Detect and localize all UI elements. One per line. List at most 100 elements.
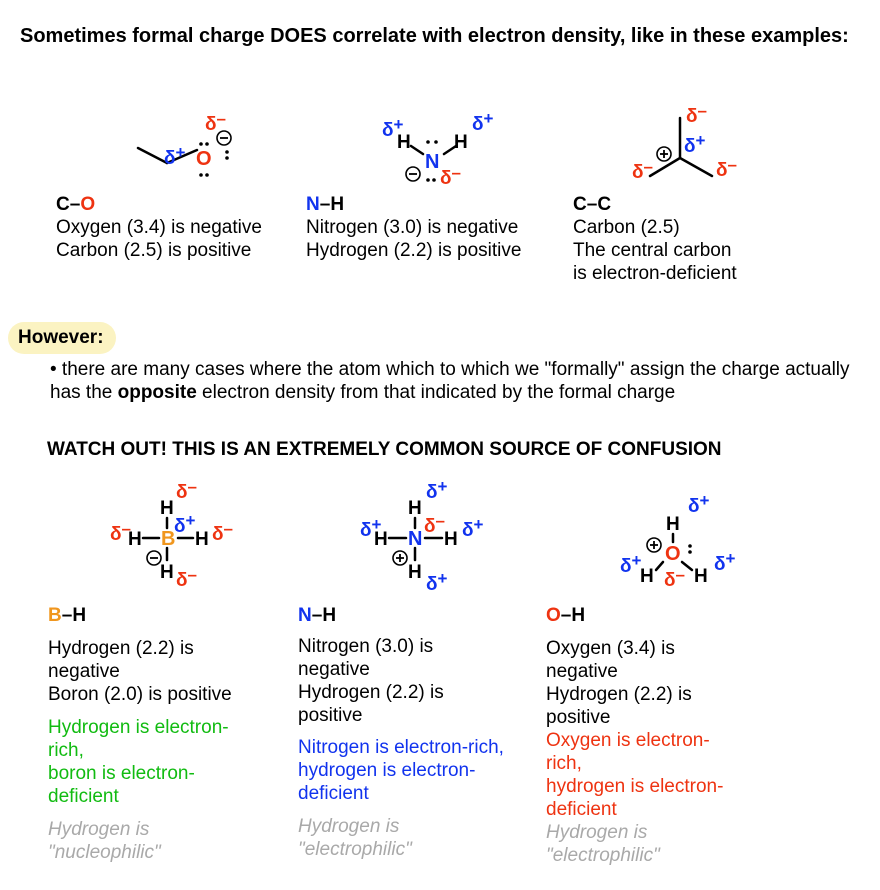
description-line: positive [546, 707, 611, 728]
example-o-h: O–H Oxygen (3.4) is negative Hydrogen (2… [546, 604, 786, 867]
atom-hydrogen: H [330, 194, 345, 215]
bullet-note: • there are many cases where the atom wh… [50, 358, 862, 404]
hydrogen-atom-right: H [444, 529, 458, 550]
atom-oxygen: O [80, 194, 96, 215]
ammonium-structure: δ+ H δ– δ+ H N H δ+ H δ+ [360, 478, 484, 593]
hydrogen-atom-top: H [408, 498, 422, 519]
delta-minus-h-right: δ– [212, 519, 233, 545]
reactivity-line: Hydrogen is [298, 816, 400, 837]
delta-minus-oxygen: δ– [664, 565, 685, 590]
delta-minus-top: δ– [686, 101, 707, 127]
atom-nitrogen: N [298, 605, 312, 626]
example-n-h-ammonium: N–H Nitrogen (3.0) is negative Hydrogen … [298, 604, 543, 861]
example-c-c: C–C Carbon (2.5) The central carbon is e… [573, 193, 737, 285]
oxygen-lone-pairs [199, 142, 229, 177]
delta-minus-h-top: δ– [176, 478, 197, 503]
hydrogen-atom-bottom: H [160, 562, 174, 583]
description-line: Nitrogen (3.0) is [298, 636, 434, 657]
positive-charge-icon [646, 537, 662, 553]
however-label: However: [8, 322, 116, 354]
delta-minus-h-left: δ– [110, 519, 131, 545]
reactivity-line: "nucleophilic" [48, 842, 161, 863]
hydronium-structure: δ+ H O δ+ H δ– H δ+ [620, 491, 736, 590]
reactivity-line: Hydrogen is [546, 822, 648, 843]
bond-label: B–H [48, 604, 288, 627]
description-line: negative [48, 661, 120, 682]
hydrogen-atom-left: H [397, 132, 411, 153]
example-n-h: N–H Nitrogen (3.0) is negative Hydrogen … [306, 193, 521, 262]
description-line: negative [546, 661, 618, 682]
bullet-emphasis: opposite [117, 382, 197, 403]
result-line: deficient [48, 786, 119, 807]
result-line: Oxygen is electron- [546, 730, 710, 751]
oxygen-lone-pair [688, 544, 692, 554]
delta-plus-center: δ+ [684, 131, 706, 157]
description-line: Oxygen (3.4) is [546, 638, 675, 659]
result-line: Nitrogen is electron-rich, [298, 737, 504, 758]
delta-plus-h-right: δ+ [472, 109, 494, 135]
amide-anion-structure: δ+ H H δ+ N δ– [382, 109, 494, 188]
positive-charge-icon [392, 550, 408, 566]
result-line: deficient [298, 783, 369, 804]
delta-minus-left: δ– [632, 157, 653, 183]
description-line: Oxygen (3.4) is negative [56, 217, 262, 238]
bond-label: N–H [306, 193, 521, 216]
delta-plus-h-left: δ+ [620, 551, 642, 577]
example-b-h: B–H Hydrogen (2.2) is negative Boron (2.… [48, 604, 288, 864]
atom-hydrogen: H [322, 605, 337, 626]
delta-plus-h-right: δ+ [462, 515, 484, 541]
nitrogen-atom: N [425, 151, 439, 173]
delta-plus-h-top: δ+ [688, 491, 710, 517]
atom-carbon: C [56, 194, 70, 215]
negative-charge-icon [405, 166, 421, 182]
atom-hydrogen: H [72, 605, 87, 626]
reactivity-line: Hydrogen is [48, 819, 150, 840]
description-line: Nitrogen (3.0) is negative [306, 217, 519, 238]
bond-label: N–H [298, 604, 543, 627]
borohydride-structure: δ– H δ+ δ– H B H δ– H δ– [110, 478, 233, 591]
bond-dash: – [586, 194, 598, 215]
result-line: Hydrogen is electron- [48, 717, 229, 738]
bond-dash: – [560, 605, 572, 626]
carbon-skeleton [136, 146, 199, 165]
delta-plus-boron: δ+ [174, 511, 196, 537]
delta-plus-h-right: δ+ [714, 549, 736, 575]
carbon-skeleton [648, 116, 714, 178]
bond-label: O–H [546, 604, 786, 627]
bond-label: C–O [56, 193, 262, 216]
description-line: is electron-deficient [573, 263, 737, 284]
bh-bonds [141, 516, 195, 562]
delta-minus-nitrogen: δ– [424, 511, 445, 537]
result-line: hydrogen is electron- [298, 760, 476, 781]
atom-nitrogen: N [306, 194, 320, 215]
hydrogen-atom-bottom: H [408, 562, 422, 583]
carbocation-structure: δ– δ+ δ– δ– [632, 101, 737, 183]
description-line: Hydrogen (2.2) is [48, 638, 194, 659]
description-line: Carbon (2.5) is positive [56, 240, 252, 261]
delta-plus-h-left: δ+ [382, 115, 404, 141]
reactivity-line: "electrophilic" [298, 839, 412, 860]
hydrogen-atom-right: H [694, 566, 708, 587]
atom-oxygen: O [546, 605, 561, 626]
result-line: rich, [48, 740, 84, 761]
description-line: Carbon (2.5) [573, 217, 680, 238]
description-line: The central carbon [573, 240, 732, 261]
oh-bonds [654, 532, 694, 572]
nh-bonds [387, 516, 444, 562]
bullet-text: electron density from that indicated by … [196, 382, 676, 403]
delta-minus-h-bottom: δ– [176, 565, 197, 591]
bond-dash: – [319, 194, 331, 215]
nh-bonds [409, 144, 458, 156]
hydrogen-atom-top: H [666, 514, 680, 535]
description-line: Hydrogen (2.2) is positive [306, 240, 522, 261]
atom-carbon: C [573, 194, 587, 215]
example-c-o: C–O Oxygen (3.4) is negative Carbon (2.5… [56, 193, 262, 262]
positive-charge-icon [656, 146, 672, 162]
page-heading: Sometimes formal charge DOES correlate w… [20, 25, 849, 47]
oxygen-atom: O [196, 148, 212, 170]
atom-carbon: C [597, 194, 612, 215]
description-line: Hydrogen (2.2) is [298, 682, 444, 703]
hydrogen-atom-left: H [374, 529, 388, 550]
bond-dash: – [61, 605, 73, 626]
delta-plus-h-bottom: δ+ [426, 569, 448, 593]
